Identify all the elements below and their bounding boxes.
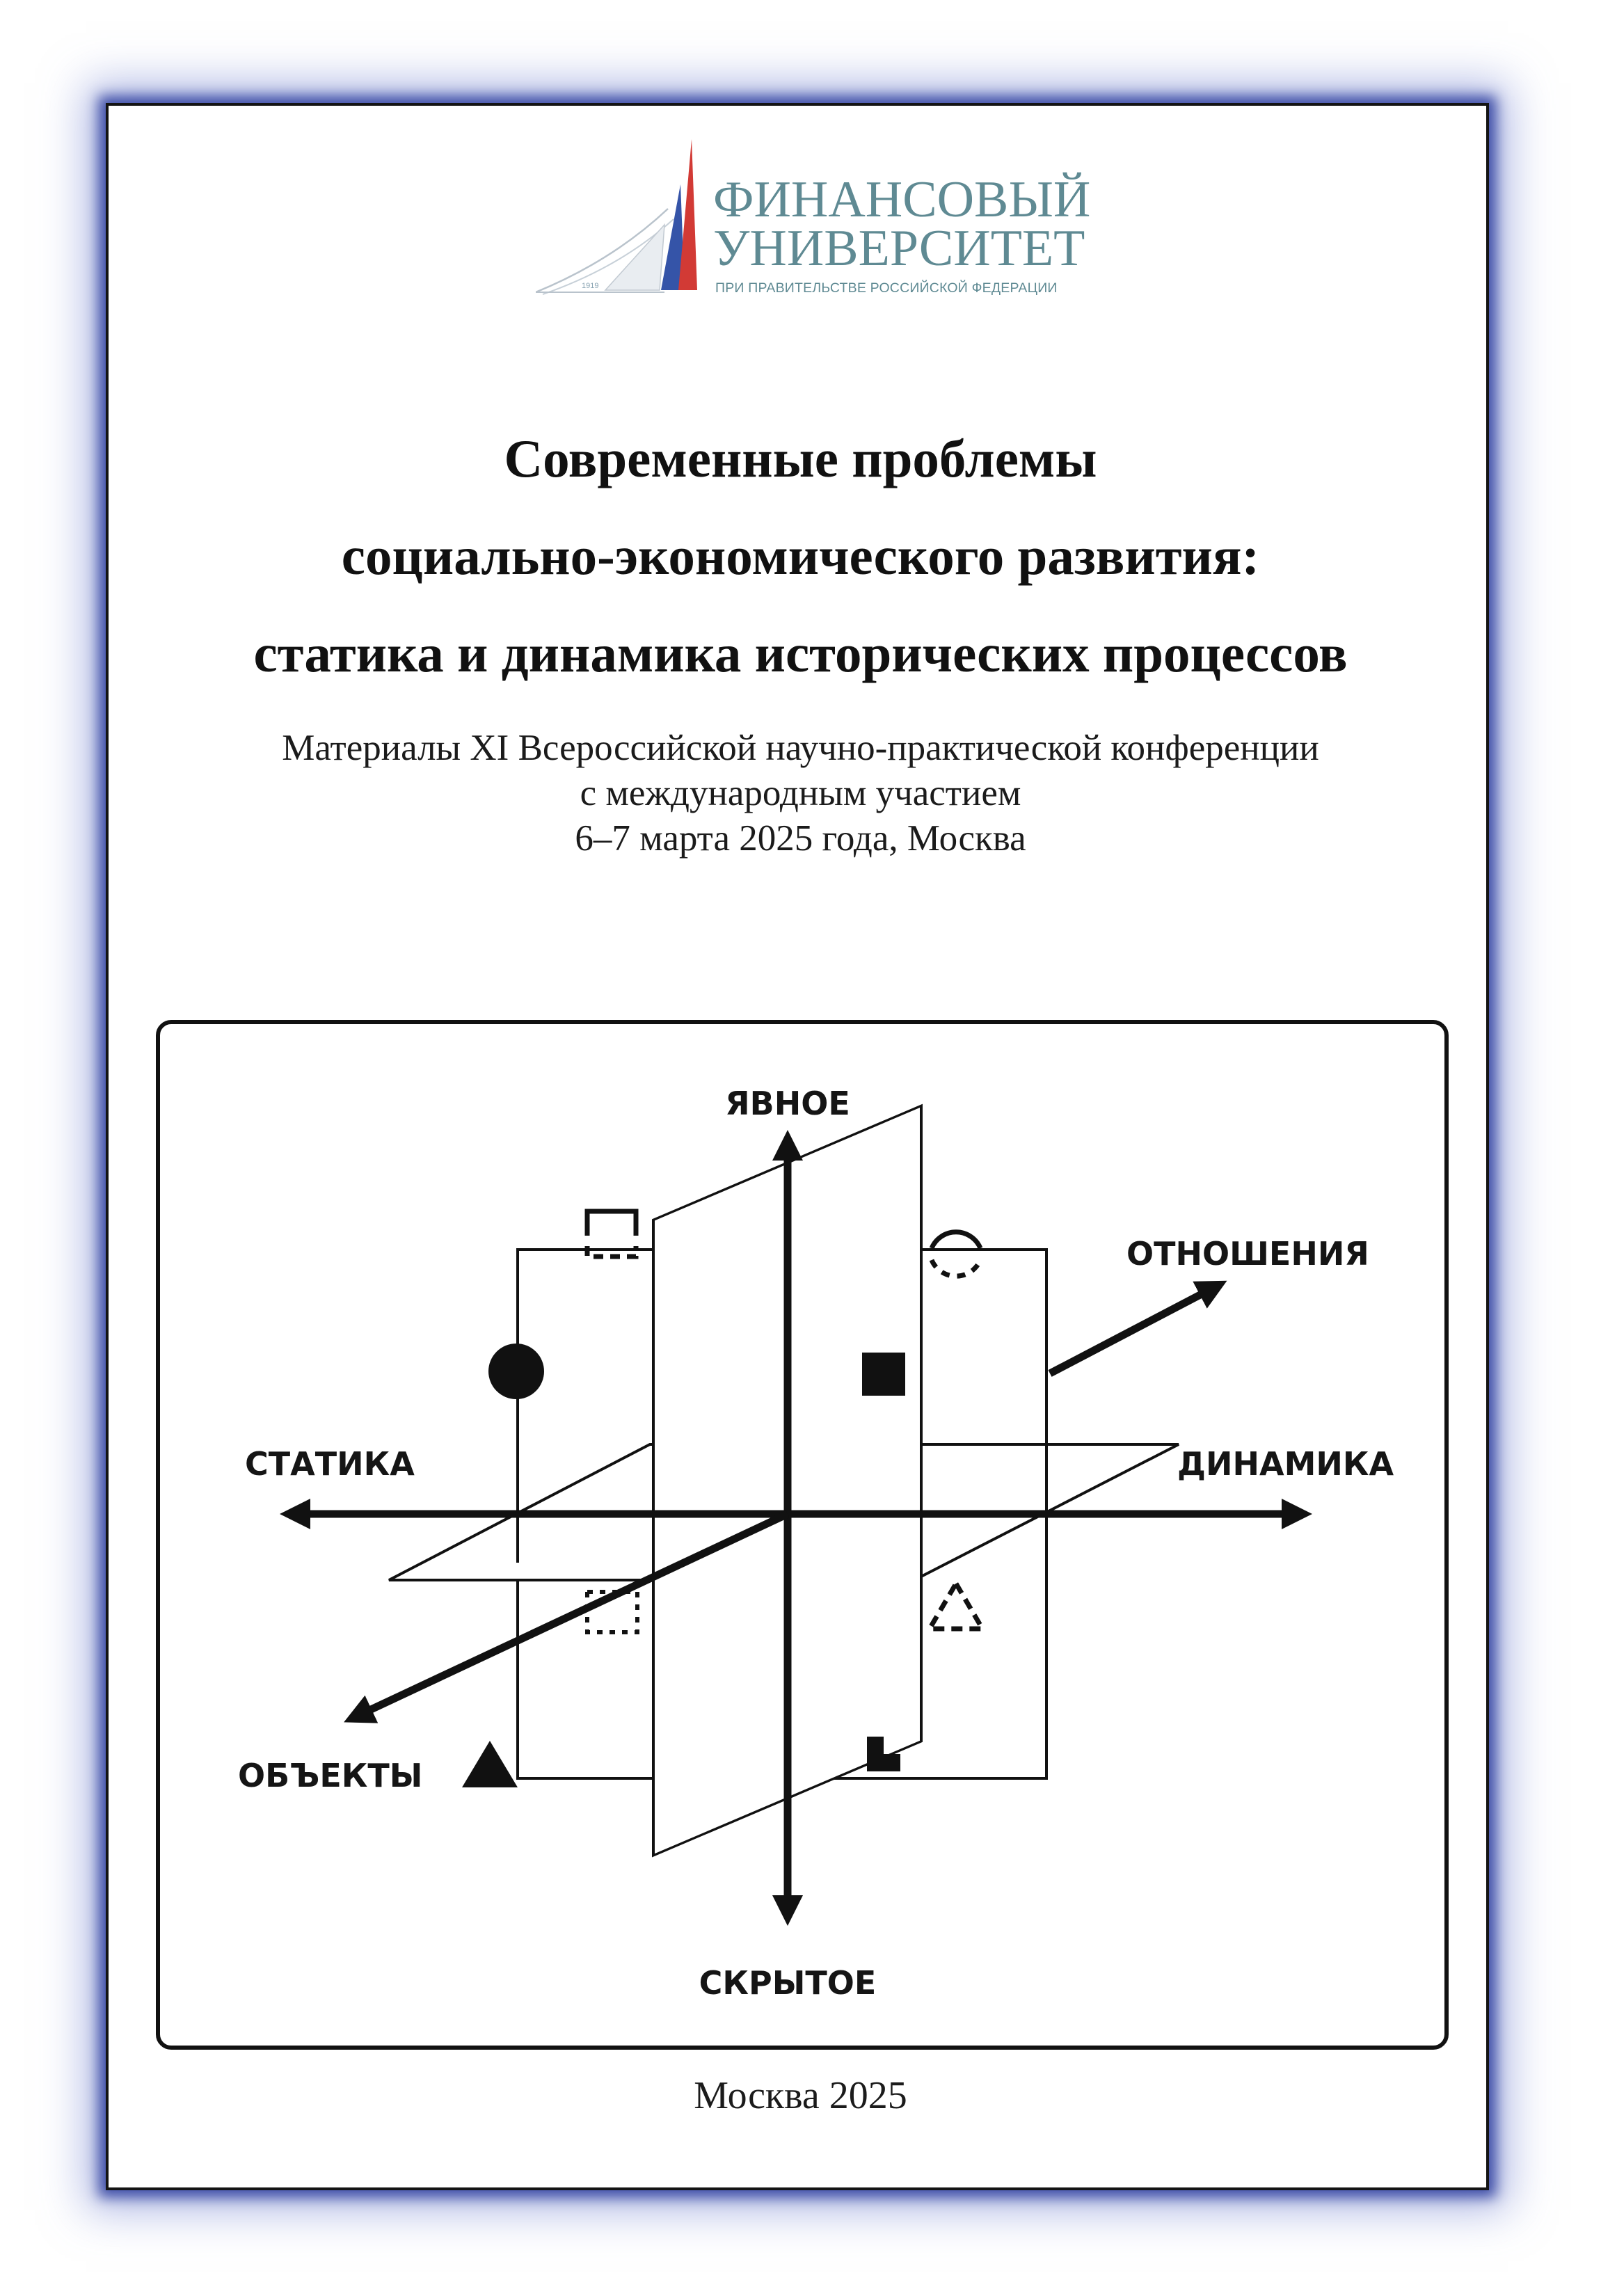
footer-place-year: Москва 2025 [694,2074,907,2117]
axis-diagonal [344,1510,790,1723]
dashed-triangle-icon [925,1579,987,1632]
logo-emblem-icon [536,139,697,295]
title-line1: Современные проблемы [504,429,1097,488]
subtitle-line3: 6–7 марта 2025 года, Москва [575,818,1026,859]
axis-label-bottom: СКРЫТОЕ [699,1964,877,2002]
logo-title-line1: ФИНАНСОВЫЙ [713,171,1091,228]
title-line3: статика и динамика исторических процессо… [253,623,1348,683]
subtitle-line1: Материалы XI Всероссийской научно-практи… [282,728,1319,768]
title-line2: социально-экономического развития: [341,526,1260,586]
filled-circle-icon [488,1344,544,1399]
axis-diagonal-upper [1048,1280,1227,1377]
l-shape-icon [867,1737,900,1771]
axis-label-top: ЯВНОЕ [725,1085,850,1122]
filled-square-icon [862,1353,905,1396]
axis-label-right: ДИНАМИКА [1177,1445,1394,1483]
university-logo: 1919 ФИНАНСОВЫЙ УНИВЕРСИТЕТ ПРИ ПРАВИТЕЛ… [536,136,1090,306]
axis-label-diagonal-down: ОБЪЕКТЫ [238,1757,422,1794]
axes-diagram: ЯВНОЕ СКРЫТОЕ СТАТИКА ДИНАМИКА ОТНОШЕНИЯ… [238,1085,1394,2002]
logo-year: 1919 [582,282,599,290]
logo-title-line2: УНИВЕРСИТЕТ [713,220,1085,277]
axis-label-diagonal-up: ОТНОШЕНИЯ [1126,1235,1369,1273]
dotted-square-icon [585,1590,639,1634]
logo-subtitle: ПРИ ПРАВИТЕЛЬСТВЕ РОССИЙСКОЙ ФЕДЕРАЦИИ [715,280,1058,296]
axis-label-left: СТАТИКА [245,1445,415,1483]
dashed-circle-icon [929,1229,983,1279]
dashed-square-icon [584,1209,639,1259]
filled-triangle-icon [462,1741,518,1787]
subtitle-line2: с международным участием [580,773,1021,813]
